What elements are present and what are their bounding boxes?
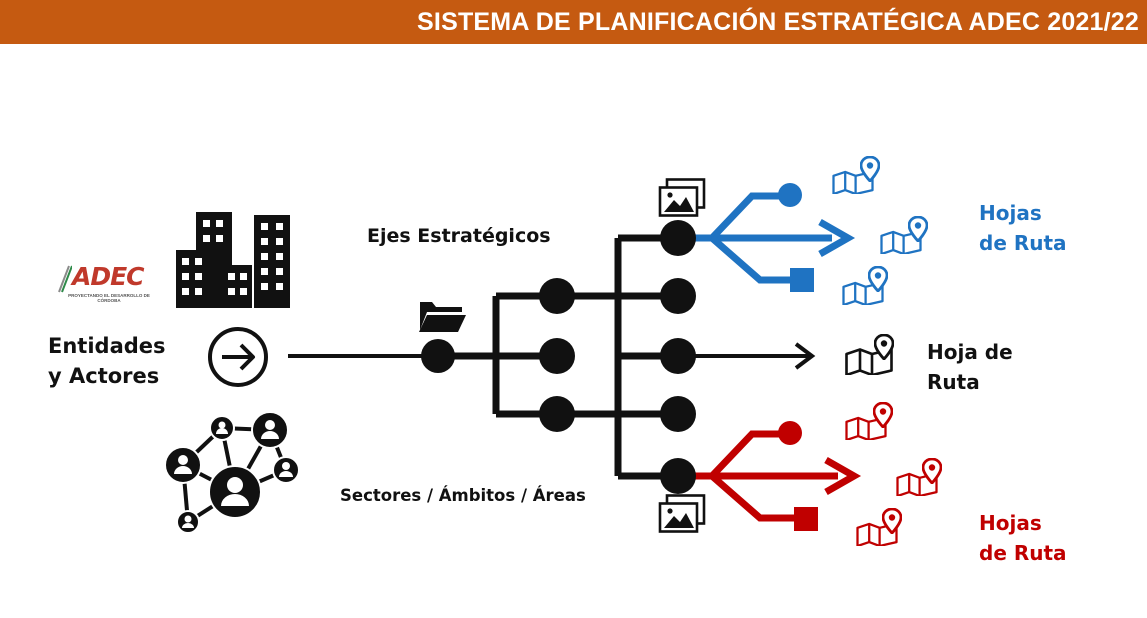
hojas-red-line2: de Ruta [979,541,1067,565]
map-pin-icon [922,458,942,484]
buildings-icon [176,212,290,308]
sector-nodes [539,278,575,432]
usb-circle-blue [778,183,802,207]
images-icon [658,178,706,217]
usb-branch-red-icon [678,430,862,522]
images-icon [658,494,706,533]
axis-node [660,338,696,374]
logo-slash-icon [58,265,72,293]
map-pin-icon [908,216,928,242]
title-banner: SISTEMA DE PLANIFICACIÓN ESTRATÉGICA ADE… [0,0,1147,44]
map-pin-icon [860,156,880,182]
axis-node [660,396,696,432]
axis-node [660,458,696,494]
map-icons-red [844,402,942,546]
entities-label-line1: Entidades [48,334,166,358]
usb-square-blue [790,268,814,292]
middle-arrow [678,342,816,370]
page-title: SISTEMA DE PLANIFICACIÓN ESTRATÉGICA ADE… [417,8,1139,36]
map-pin-icon [868,266,888,292]
usb-branch-blue-icon [678,192,856,284]
map-pin-icon [882,508,902,534]
sector-node [539,338,575,374]
logo-subtitle: PROYECTANDO EL DESARROLLO DE CÓRDOBA [68,293,150,303]
entities-label-line2: y Actores [48,364,160,388]
hoja-mid-line1: Hoja de [927,340,1013,364]
axis-nodes [660,220,696,494]
map-pin-icon [873,402,893,428]
hoja-mid-line2: Ruta [927,370,980,394]
usb-square-red [794,507,818,531]
map-icons-blue [831,156,928,305]
hoja-de-ruta-label: Hoja de Ruta [927,337,1013,397]
arrow-right-circle-icon [208,327,268,387]
network-people-icon [164,411,300,534]
map-icon-black [844,334,894,375]
axis-node [660,220,696,256]
hojas-de-ruta-red-label: Hojas de Ruta [979,508,1067,568]
entities-label: Entidades y Actores [48,331,166,391]
hojas-blue-line2: de Ruta [979,231,1067,255]
ejes-label: Ejes Estratégicos [367,225,551,247]
folder-icon [419,302,466,332]
logo-name: ADEC [72,262,145,291]
hojas-de-ruta-blue-label: Hojas de Ruta [979,198,1067,258]
sector-node [539,278,575,314]
adec-logo: ADEC PROYECTANDO EL DESARROLLO DE CÓRDOB… [50,262,160,306]
hojas-red-line1: Hojas [979,511,1042,535]
sector-node [539,396,575,432]
sectores-label: Sectores / Ámbitos / Áreas [340,486,586,505]
tree-connectors-level2 [557,234,678,480]
hojas-blue-line1: Hojas [979,201,1042,225]
usb-circle-red [778,421,802,445]
axis-node [660,278,696,314]
